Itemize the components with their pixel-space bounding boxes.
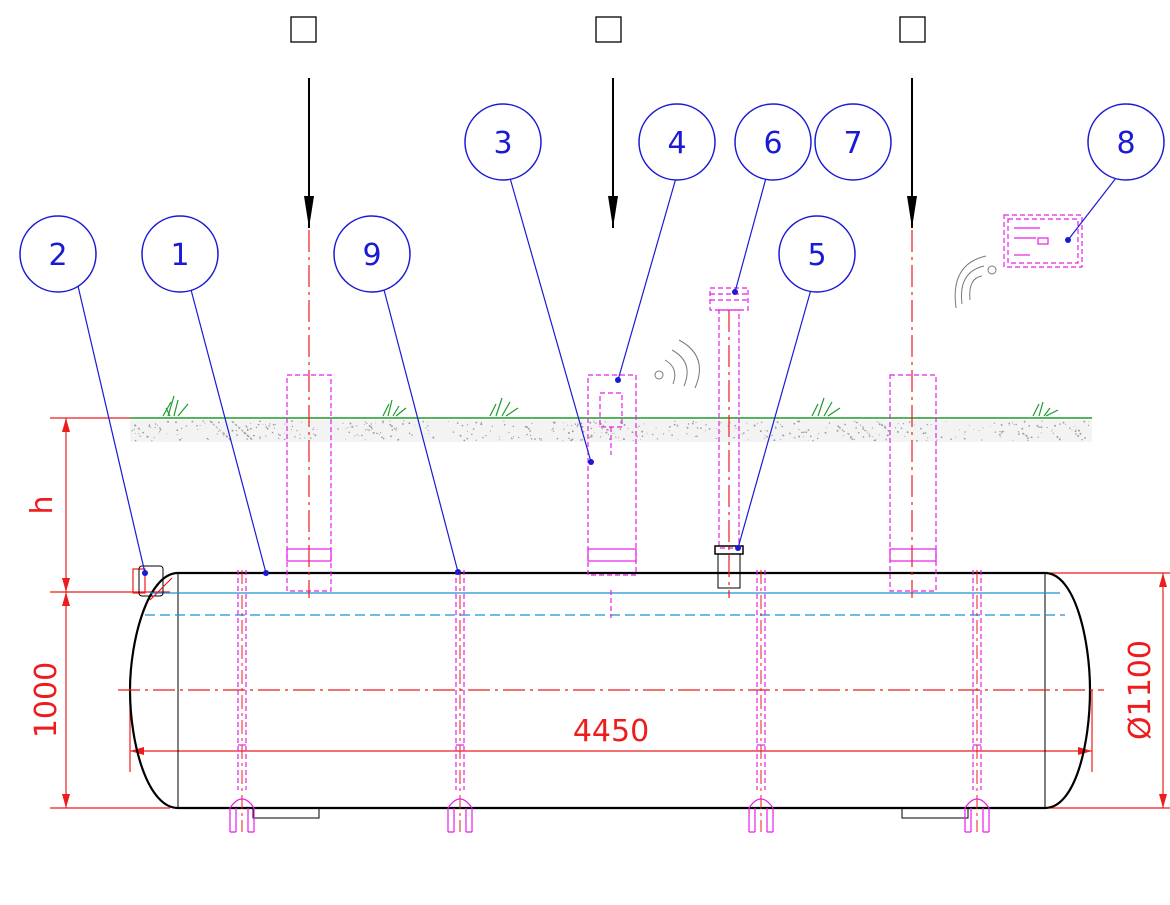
- riser-middle: [587, 374, 637, 618]
- callout-8: 8: [1087, 103, 1165, 181]
- tank-body: [118, 571, 1104, 819]
- svg-text:4: 4: [667, 126, 686, 161]
- checkbox-3[interactable]: [899, 16, 926, 43]
- vent-pipe: [709, 287, 749, 598]
- svg-text:9: 9: [362, 238, 381, 273]
- callout-1: 1: [141, 215, 219, 293]
- callout-2: 2: [19, 215, 97, 293]
- internal-pipes: [229, 570, 990, 833]
- dimension-left: [50, 417, 170, 809]
- down-arrow-2: [608, 78, 618, 228]
- svg-text:3: 3: [493, 126, 512, 161]
- dimension-length-label: 4450: [573, 714, 649, 749]
- leader-lines: [77, 177, 1117, 576]
- dimension-right: [1050, 572, 1170, 809]
- grass-tufts: [162, 395, 1059, 417]
- checkbox-2[interactable]: [595, 16, 622, 43]
- callout-9: 9: [333, 215, 411, 293]
- dimension-diameter-label: Ø1100: [1123, 640, 1158, 740]
- svg-text:7: 7: [843, 126, 862, 161]
- dimension-h-label: h: [25, 495, 60, 514]
- callout-5: 5: [778, 215, 856, 293]
- inlet-fitting: [132, 565, 173, 601]
- callout-6: 6: [734, 103, 812, 181]
- svg-text:5: 5: [807, 238, 826, 273]
- riser-left: [286, 230, 332, 598]
- svg-text:2: 2: [48, 238, 67, 273]
- wifi-signal-icon: [954, 255, 997, 309]
- alarm-box-icon: [1003, 214, 1083, 268]
- callout-7: 7: [814, 103, 892, 181]
- svg-text:6: 6: [763, 126, 782, 161]
- riser-right: [889, 230, 937, 598]
- down-arrow-1: [304, 78, 314, 228]
- callout-3: 3: [464, 103, 542, 181]
- svg-text:8: 8: [1116, 126, 1135, 161]
- wifi-signal-icon: [654, 339, 700, 389]
- callout-4: 4: [638, 103, 716, 181]
- svg-text:1: 1: [170, 238, 189, 273]
- checkbox-1[interactable]: [290, 16, 317, 43]
- down-arrow-3: [907, 78, 917, 228]
- dimension-1000-label: 1000: [29, 662, 64, 738]
